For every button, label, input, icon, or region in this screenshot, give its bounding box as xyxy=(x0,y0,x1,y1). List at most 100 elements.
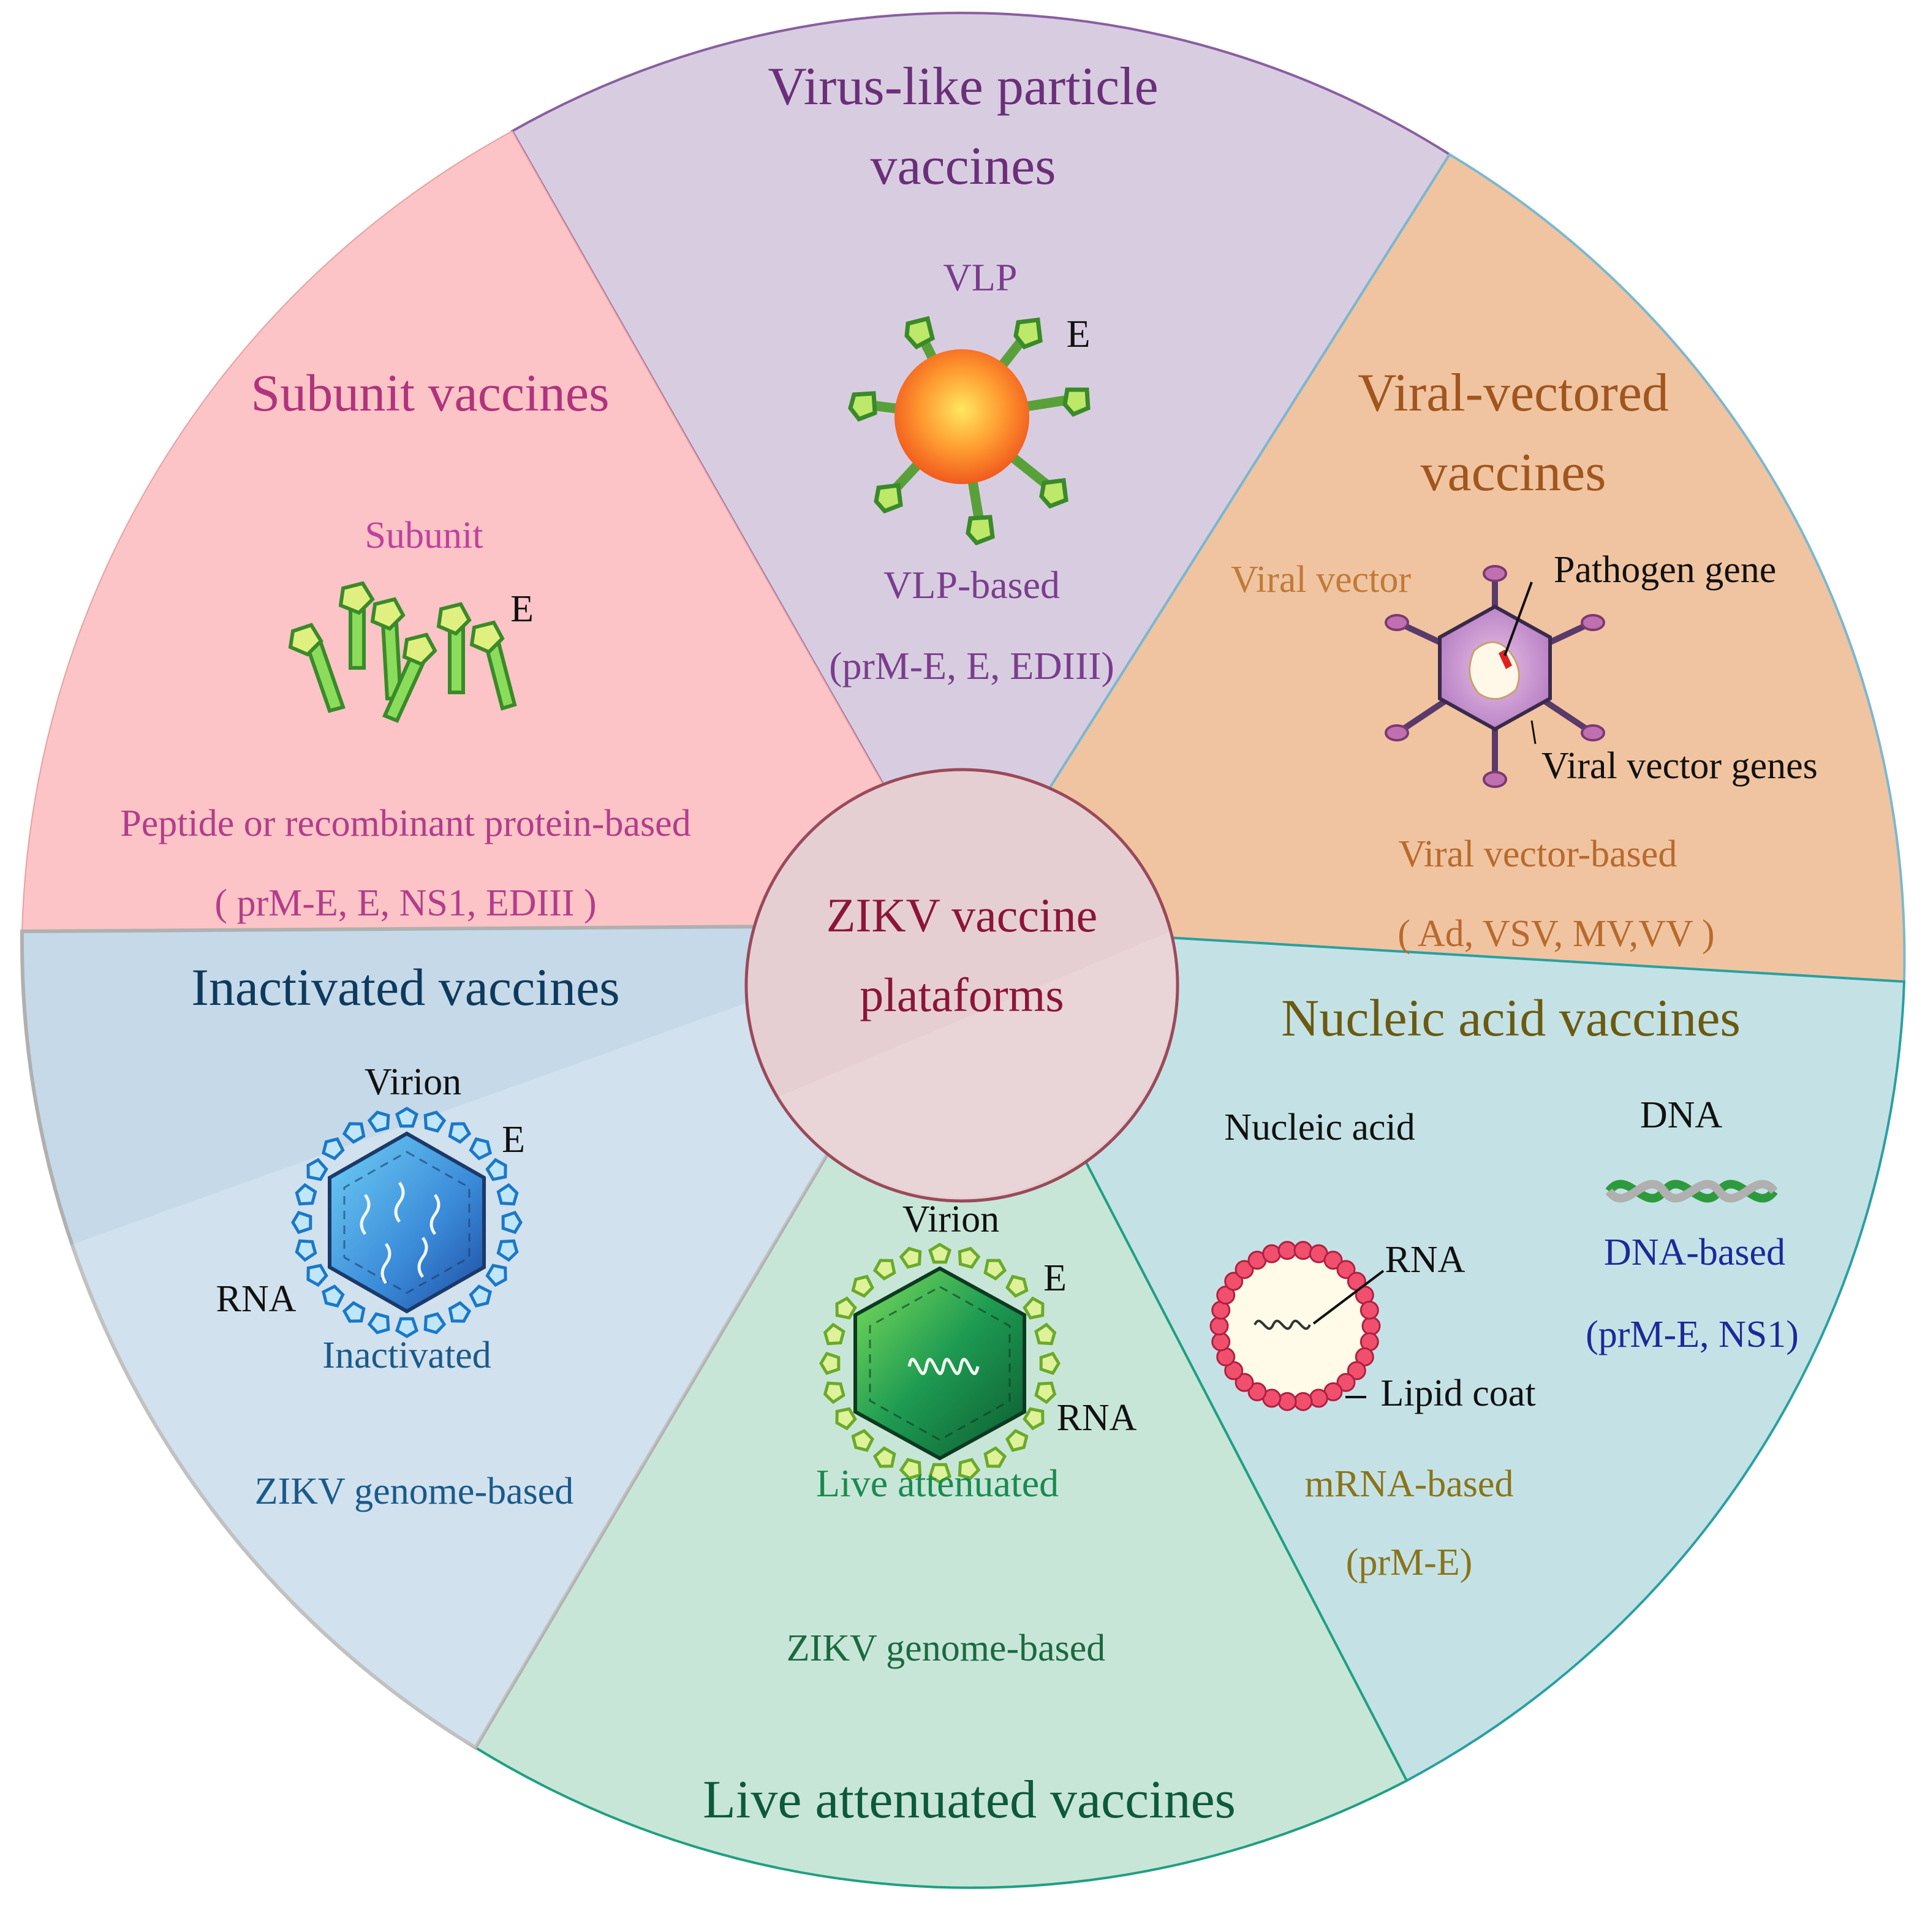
inactivated-title: Inactivated vaccines xyxy=(191,958,620,1017)
vlp-content: Virus-like particle vaccines VLP xyxy=(768,57,1158,688)
lipid-bead-icon xyxy=(1293,1241,1313,1260)
lipid-bead-icon xyxy=(1360,1300,1379,1320)
sector-subunit xyxy=(21,130,964,933)
viral-vector-icon-label: Viral vector xyxy=(1231,559,1411,600)
envelope-spike-icon xyxy=(496,1183,519,1206)
subunit-e-label: E xyxy=(510,588,534,630)
subunit-content: Subunit vaccines Subunit E Peptide or re… xyxy=(120,363,690,924)
lipid-bead-icon xyxy=(1323,1251,1343,1270)
lipid-bead-icon xyxy=(1336,1260,1356,1279)
live-attenuated-content: Virion E RNA Live attenuated ZIKV genome… xyxy=(703,1199,1236,1830)
dna-helix-icon xyxy=(1605,1180,1778,1203)
envelope-spike-icon xyxy=(983,1446,1007,1468)
envelope-spike-icon xyxy=(342,1301,366,1323)
live-title: Live attenuated vaccines xyxy=(703,1770,1236,1830)
inactivated-rna-label: RNA xyxy=(216,1278,297,1320)
lipid-bead-icon xyxy=(1209,1316,1229,1336)
vlp-title-line2: vaccines xyxy=(871,137,1056,196)
envelope-spike-icon xyxy=(342,1122,366,1144)
envelope-spike-icon xyxy=(322,1137,345,1161)
envelope-spike-icon xyxy=(1034,1322,1057,1346)
live-icon-label: Live attenuated xyxy=(816,1461,1059,1505)
center-hub: ZIKV vaccine plataforms xyxy=(744,768,1179,1203)
envelope-spike-icon xyxy=(1023,1407,1045,1431)
lipid-bead-icon xyxy=(1361,1316,1381,1336)
rna-label: RNA xyxy=(1385,1239,1465,1281)
envelope-spike-icon xyxy=(291,1210,312,1235)
lipid-bead-icon xyxy=(1336,1373,1356,1392)
envelope-spike-icon xyxy=(983,1259,1007,1281)
envelope-spike-icon xyxy=(423,1312,447,1335)
envelope-spike-icon xyxy=(469,1284,492,1308)
envelope-spike-icon xyxy=(469,1137,492,1161)
vlp-basis: VLP-based xyxy=(883,563,1060,607)
center-title-line2: plataforms xyxy=(860,968,1064,1021)
viral-vector-title-line1: Viral-vectored xyxy=(1358,363,1669,423)
lipid-bead-icon xyxy=(1235,1373,1254,1392)
lipid-bead-icon xyxy=(1277,1241,1297,1260)
envelope-spike-icon xyxy=(835,1296,857,1320)
viral-vector-genes-label: Viral vector genes xyxy=(1541,745,1818,787)
lipid-bead-icon xyxy=(1224,1271,1244,1291)
envelope-spike-icon xyxy=(485,1157,507,1181)
vlp-e-label: E xyxy=(1066,312,1090,355)
dna-antigens: (prM-E, NS1) xyxy=(1586,1314,1799,1355)
inactivated-content: Inactivated vaccines Virion E RNA Inacti… xyxy=(191,958,620,1512)
envelope-spike-icon xyxy=(899,1458,922,1480)
inactivated-virion-label: Virion xyxy=(365,1061,461,1103)
envelope-spike-icon xyxy=(501,1210,523,1235)
envelope-spike-icon xyxy=(851,1275,875,1298)
pathogen-gene-label: Pathogen gene xyxy=(1554,549,1776,591)
vlp-particle-icon xyxy=(848,316,1091,546)
live-virion-label: Virion xyxy=(902,1199,999,1240)
envelope-spike-icon xyxy=(899,1246,922,1269)
envelope-spike-icon xyxy=(1039,1351,1061,1376)
envelope-spike-icon xyxy=(823,1381,845,1404)
envelope-spike-icon xyxy=(496,1239,519,1262)
envelope-spike-icon xyxy=(367,1312,390,1335)
envelope-spike-icon xyxy=(835,1407,857,1431)
envelope-spike-icon xyxy=(448,1122,472,1144)
viral-vector-content: Viral-vectored vaccines Viral vector xyxy=(1231,363,1818,955)
dna-basis: DNA-based xyxy=(1604,1232,1785,1273)
subunit-protein-icon xyxy=(288,581,517,723)
envelope-spike-icon xyxy=(1005,1428,1029,1452)
lipid-bead-icon xyxy=(1293,1392,1313,1411)
light-wash xyxy=(22,925,963,1748)
envelope-spike-icon xyxy=(367,1110,390,1133)
envelope-spike-icon xyxy=(958,1246,981,1269)
nucleic-acid-content: Nucleic acid vaccines Nucleic acid DNA R… xyxy=(1209,988,1799,1583)
envelope-spike-icon xyxy=(306,1157,328,1181)
envelope-spike-icon xyxy=(1005,1275,1029,1298)
envelope-spike-icon xyxy=(322,1284,345,1308)
inactivated-basis: ZIKV genome-based xyxy=(255,1471,574,1512)
envelope-spike-icon xyxy=(306,1263,328,1287)
envelope-spike-icon xyxy=(448,1301,472,1323)
lipid-bead-icon xyxy=(1347,1361,1366,1381)
mrna-basis: mRNA-based xyxy=(1305,1463,1514,1505)
lipid-bead-icon xyxy=(1211,1332,1231,1352)
viral-vector-antigens: ( Ad, VSV, MV,VV ) xyxy=(1397,913,1714,955)
mrna-antigens: (prM-E) xyxy=(1346,1542,1473,1583)
lipid-bead-icon xyxy=(1277,1392,1297,1411)
inactivated-virion-icon xyxy=(291,1107,523,1338)
envelope-spike-icon xyxy=(823,1322,845,1346)
envelope-spike-icon xyxy=(928,1463,952,1484)
envelope-spike-icon xyxy=(485,1263,507,1287)
subunit-title: Subunit vaccines xyxy=(251,363,609,422)
envelope-spike-icon xyxy=(395,1107,419,1128)
inactivated-icon-label: Inactivated xyxy=(322,1335,491,1376)
vlp-antigens: (prM-E, E, EDIII) xyxy=(829,644,1114,688)
vlp-title-line1: Virus-like particle xyxy=(768,57,1158,116)
subunit-antigens: ( prM-E, E, NS1, EDIII ) xyxy=(214,882,596,924)
lipid-coat-label: Lipid coat xyxy=(1380,1373,1535,1414)
envelope-spike-icon xyxy=(851,1428,875,1452)
center-title-line1: ZIKV vaccine xyxy=(826,888,1098,942)
live-e-label: E xyxy=(1043,1257,1067,1299)
live-rna-label: RNA xyxy=(1057,1397,1137,1439)
mrna-lipid-particle-icon xyxy=(1209,1241,1385,1411)
envelope-spike-icon xyxy=(295,1183,317,1206)
envelope-spike-icon xyxy=(1023,1296,1045,1320)
